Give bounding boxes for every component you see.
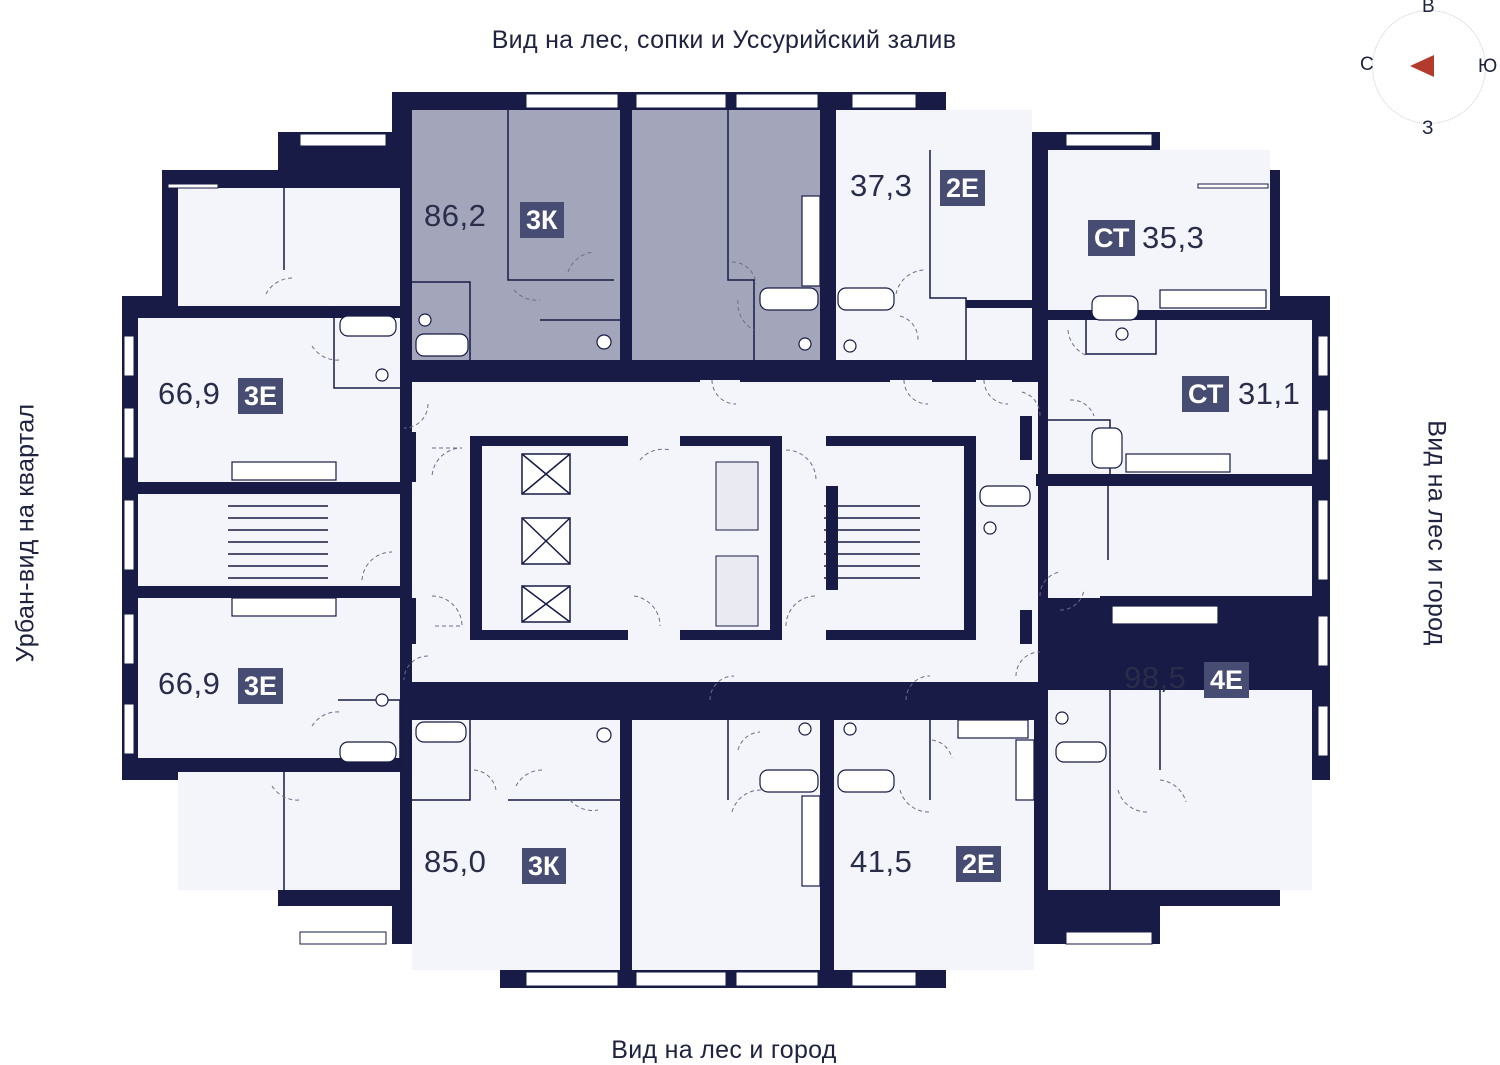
doors xyxy=(265,251,1187,813)
kitchen-fixtures xyxy=(231,195,1267,887)
apartment-type-badge: 2Е xyxy=(956,846,1002,882)
apartment-type-badge: 3К xyxy=(520,202,564,238)
bathroom-fixtures xyxy=(339,287,1139,793)
compass-south-label: Ю xyxy=(1478,56,1498,77)
apartment-area: 98,5 xyxy=(1124,660,1187,695)
elevator-core xyxy=(470,436,976,640)
thin-partitions xyxy=(283,110,1161,890)
compass: В С Ю З xyxy=(1360,0,1497,140)
view-label-bottom: Вид на лес и город xyxy=(611,1036,837,1064)
apartment-area: 37,3 xyxy=(850,168,913,203)
compass-ring xyxy=(1372,10,1486,124)
selected-apartment[interactable] xyxy=(412,110,824,360)
compass-east-label: В xyxy=(1422,0,1435,17)
apartment-area: 41,5 xyxy=(850,844,913,879)
apartment-type-badge: 3Е xyxy=(238,378,284,414)
apartment-area: 66,9 xyxy=(158,666,221,701)
apartment-area: 31,1 xyxy=(1238,376,1301,411)
compass-arrow-icon xyxy=(1410,55,1434,77)
apartment-type-badge: 3Е xyxy=(238,668,284,704)
apartment-area: 35,3 xyxy=(1142,220,1205,255)
apartment-type-badge: 3К xyxy=(522,848,566,884)
stairs xyxy=(228,505,920,579)
view-label-top: Вид на лес, сопки и Уссурийский залив xyxy=(491,26,957,54)
apartment-area: 86,2 xyxy=(424,198,487,233)
compass-west-label: З xyxy=(1422,118,1434,139)
apartment-type-badge: СТ xyxy=(1182,376,1230,412)
apartment-type-badge: 4Е xyxy=(1204,662,1250,698)
windows xyxy=(123,93,1329,987)
apartment-area: 66,9 xyxy=(158,376,221,411)
apartment-type-badge: 2Е xyxy=(940,170,986,206)
partitions xyxy=(122,100,1330,970)
apartment-area: 85,0 xyxy=(424,844,487,879)
apartment-type-badge: СТ xyxy=(1088,220,1136,256)
compass-north-label: С xyxy=(1360,54,1374,75)
